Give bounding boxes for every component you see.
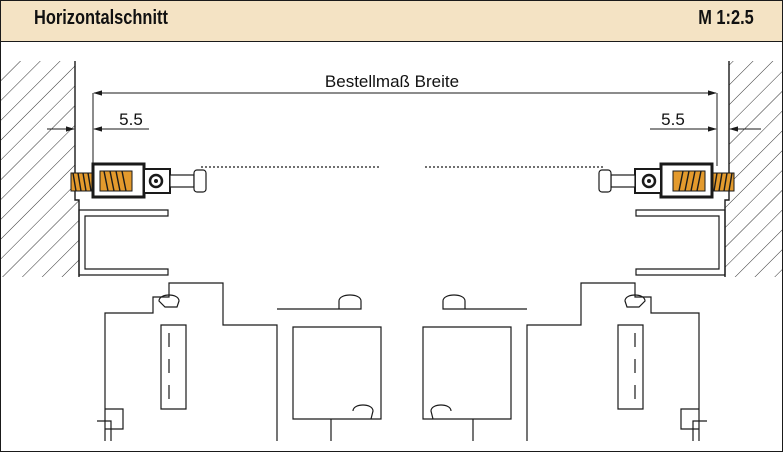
- left-reveal-profile: [78, 209, 169, 276]
- width-dimension: Bestellmaß Breite: [92, 72, 718, 166]
- technical-drawing: Bestellmaß Breite 5.5 5.5: [1, 61, 782, 441]
- right-window-frame: [422, 282, 707, 441]
- right-wall: [724, 61, 782, 277]
- left-window-frame: [97, 282, 382, 441]
- right-offset-dimension: 5.5: [650, 110, 761, 132]
- right-clamp-assembly: [598, 162, 735, 199]
- section-title: Horizontalschnitt: [34, 7, 168, 29]
- right-offset-label: 5.5: [661, 110, 685, 129]
- left-clamp-assembly: [70, 162, 207, 199]
- scale-label: M 1:2.5: [698, 7, 754, 29]
- left-offset-label: 5.5: [119, 110, 143, 129]
- right-spring-icon: [711, 172, 735, 192]
- width-dimension-label: Bestellmaß Breite: [325, 72, 459, 91]
- left-spring-icon: [70, 172, 94, 192]
- title-bar: Horizontalschnitt M 1:2.5: [1, 1, 782, 42]
- left-wall: [1, 61, 80, 277]
- right-reveal-profile: [635, 209, 726, 276]
- left-offset-dimension: 5.5: [47, 110, 149, 132]
